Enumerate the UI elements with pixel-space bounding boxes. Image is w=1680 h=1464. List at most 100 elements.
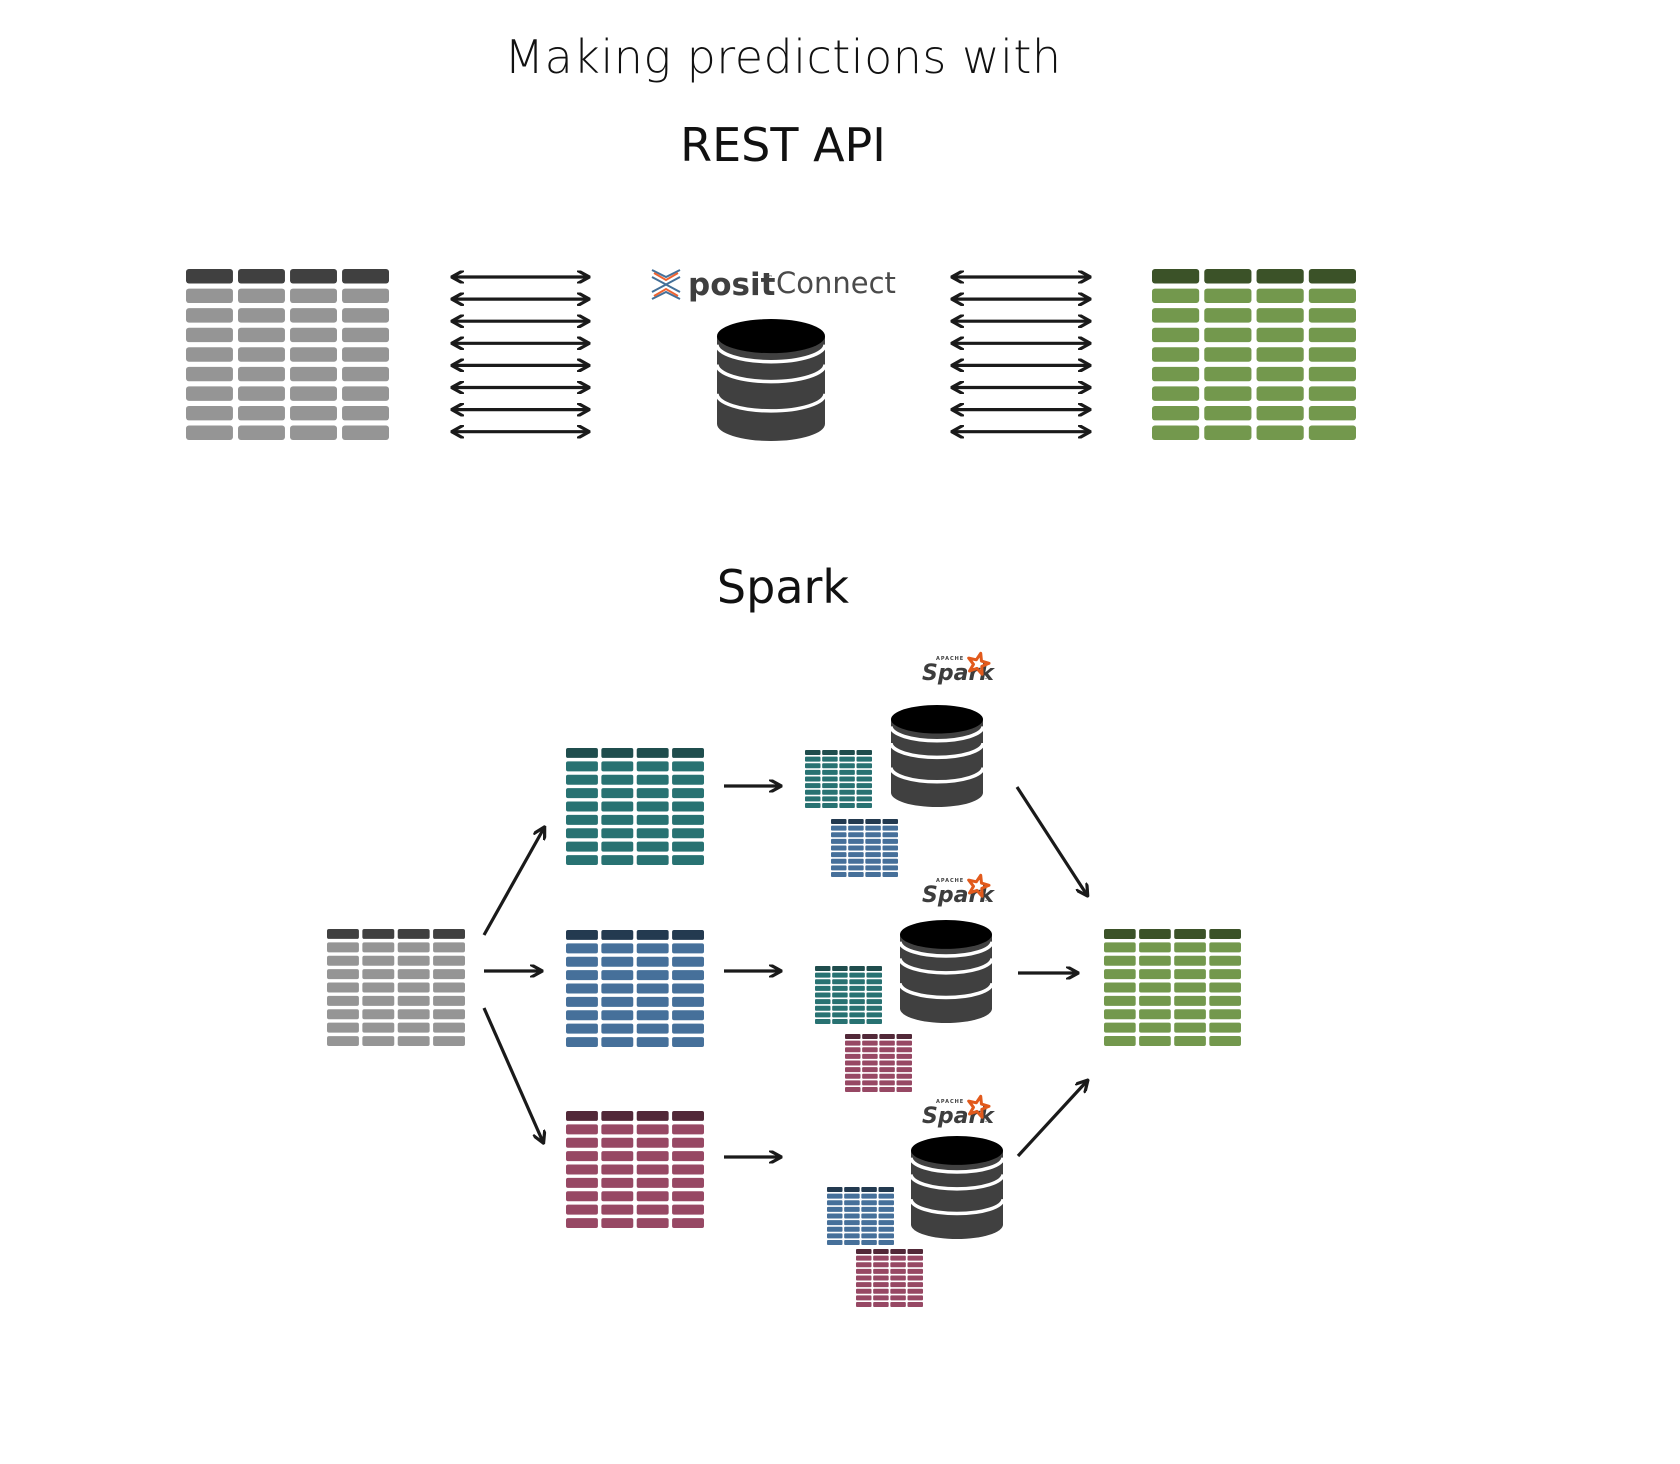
- table-cell: [831, 825, 847, 831]
- spark-output-table: [1104, 929, 1241, 1046]
- table-cell: [327, 969, 359, 980]
- table-cell: [827, 1240, 843, 1245]
- table-cell: [636, 1164, 669, 1175]
- table-cell: [831, 872, 847, 877]
- table-cell: [566, 828, 598, 839]
- table-cell: [848, 825, 864, 831]
- table-cell: [832, 972, 848, 978]
- table-cell: [290, 425, 337, 440]
- table-header-cell: [433, 929, 465, 939]
- database-separator: [909, 1174, 1005, 1191]
- table-header-cell: [878, 1187, 894, 1192]
- database-separator: [715, 393, 827, 413]
- table-header-cell: [601, 748, 634, 758]
- table-cell: [815, 985, 831, 991]
- node-table-maroon: [856, 1249, 923, 1307]
- table-cell: [601, 841, 634, 852]
- table-cell: [566, 1010, 598, 1021]
- table-cell: [672, 801, 704, 812]
- database-top: [900, 920, 992, 949]
- table-cell: [815, 972, 831, 978]
- table-cell: [849, 992, 865, 998]
- table-cell: [362, 955, 395, 966]
- table-cell: [566, 1124, 598, 1135]
- table-header-cell: [238, 269, 285, 284]
- table-cell: [566, 788, 598, 799]
- table-cell: [636, 1037, 669, 1047]
- table-cell: [878, 1200, 894, 1206]
- table-cell: [672, 943, 704, 954]
- table-cell: [1256, 327, 1304, 343]
- table-cell: [290, 327, 337, 343]
- posit-connect-database: [715, 319, 827, 442]
- table-cell: [186, 288, 233, 304]
- spark-star-icon: [967, 651, 991, 676]
- table-cell: [845, 1080, 861, 1086]
- table-cell: [890, 1262, 906, 1268]
- table-header-cell: [1104, 929, 1136, 939]
- table-cell: [866, 972, 882, 978]
- table-cell: [856, 1268, 872, 1274]
- table-cell: [890, 1302, 906, 1307]
- table-cell: [433, 955, 465, 966]
- table-cell: [805, 783, 821, 789]
- table-header-cell: [866, 966, 882, 971]
- table-cell: [805, 803, 821, 808]
- table-header-cell: [862, 1034, 878, 1039]
- partition-table-blue: [566, 930, 704, 1047]
- table-cell: [397, 1036, 430, 1046]
- table-cell: [805, 776, 821, 782]
- table-cell: [601, 1137, 634, 1148]
- table-cell: [601, 943, 634, 954]
- table-cell: [849, 1012, 865, 1018]
- table-cell: [433, 1022, 465, 1033]
- table-cell: [866, 1012, 882, 1018]
- table-cell: [290, 366, 337, 382]
- table-cell: [1174, 1036, 1206, 1046]
- table-cell: [827, 1193, 843, 1199]
- table-cell: [1174, 969, 1206, 980]
- table-cell: [601, 828, 634, 839]
- table-cell: [327, 942, 359, 953]
- table-cell: [1104, 969, 1136, 980]
- table-cell: [566, 970, 598, 981]
- table-cell: [832, 1019, 848, 1024]
- node-table-maroon: [845, 1034, 912, 1092]
- table-cell: [1204, 308, 1252, 323]
- table-cell: [866, 979, 882, 985]
- table-cell: [896, 1047, 912, 1053]
- table-cell: [238, 405, 285, 421]
- table-cell: [636, 1023, 669, 1034]
- table-cell: [1256, 386, 1304, 401]
- table-cell: [672, 1218, 704, 1228]
- table-cell: [636, 828, 669, 839]
- table-cell: [815, 979, 831, 985]
- table-cell: [397, 1022, 430, 1033]
- table-cell: [433, 1009, 465, 1020]
- table-cell: [601, 761, 634, 772]
- table-cell: [831, 865, 847, 871]
- table-cell: [856, 803, 872, 808]
- table-header-cell: [397, 929, 430, 939]
- table-cell: [672, 828, 704, 839]
- table-cell: [1209, 942, 1241, 953]
- table-cell: [1139, 969, 1171, 980]
- table-cell: [815, 999, 831, 1005]
- table-cell: [362, 982, 395, 993]
- table-cell: [827, 1213, 843, 1219]
- table-header-cell: [1209, 929, 1241, 939]
- table-cell: [433, 942, 465, 953]
- table-cell: [873, 1262, 889, 1268]
- table-cell: [186, 405, 233, 421]
- table-cell: [839, 803, 855, 808]
- table-cell: [601, 1010, 634, 1021]
- table-cell: [907, 1262, 923, 1268]
- table-cell: [882, 832, 898, 838]
- table-cell: [822, 769, 838, 775]
- table-cell: [1152, 288, 1200, 304]
- table-cell: [672, 996, 704, 1007]
- table-cell: [827, 1200, 843, 1206]
- table-cell: [844, 1220, 860, 1226]
